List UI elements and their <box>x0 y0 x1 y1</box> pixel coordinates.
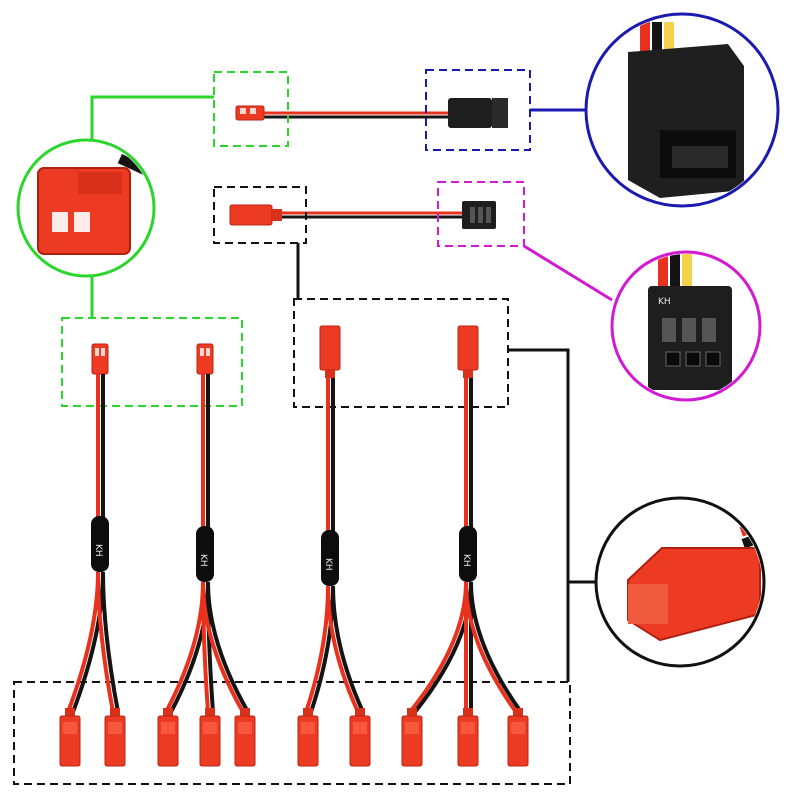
plug-collar <box>240 708 250 716</box>
leader-magenta <box>523 244 613 302</box>
plug-collar <box>110 708 120 716</box>
jst-male-plug <box>196 343 214 375</box>
zoom-circle-jst-male <box>16 138 156 278</box>
plug-collar <box>303 708 313 716</box>
y-harness-group: KH KH KH KH <box>59 325 529 767</box>
plug-collar <box>407 708 417 716</box>
plug-highlight <box>63 722 77 734</box>
pin-slot <box>101 348 105 356</box>
cable-jst-to-jr <box>229 201 496 229</box>
jst-male-plug-top <box>235 105 265 121</box>
plug-highlight <box>108 722 122 734</box>
plug-highlight <box>203 722 217 734</box>
plug-highlight <box>405 722 419 734</box>
branch-wire-red <box>201 581 245 713</box>
y-harness-1: KH <box>59 343 126 767</box>
plug-collar <box>463 708 473 716</box>
frame-green-top <box>213 71 289 147</box>
y-harness-4: KH <box>401 325 529 767</box>
plug-collar <box>205 708 215 716</box>
plug-collar <box>355 708 365 716</box>
jr-socket-mark: KH <box>658 297 671 307</box>
plug-collar <box>163 708 173 716</box>
sleeve-mark: KH <box>198 554 208 567</box>
y-harness-3: KH <box>297 325 371 767</box>
heat-shrink-sleeve <box>459 526 477 582</box>
plug-highlight <box>161 722 175 734</box>
frame-black-second <box>213 186 307 244</box>
leader-black-right <box>508 348 570 682</box>
zoom-circle-jst-female <box>594 496 766 668</box>
leader-green <box>90 95 214 142</box>
jst-female-plug-second <box>229 204 282 226</box>
sleeve-mark: KH <box>93 544 103 557</box>
plug-collar <box>513 708 523 716</box>
sleeve-mark: KH <box>461 554 471 567</box>
frame-black-middle <box>293 298 509 408</box>
plug-highlight <box>301 722 315 734</box>
jst-male-plug <box>91 343 109 375</box>
branch-wire-black <box>469 581 523 714</box>
branch-wire-black <box>101 571 120 713</box>
jr-servo-connector <box>462 201 496 229</box>
plug-highlight <box>511 722 525 734</box>
branch-wire-red <box>464 581 518 714</box>
frame-black-bottom <box>13 681 571 785</box>
branch-wire-black <box>331 585 365 713</box>
pin-slot <box>206 348 210 356</box>
branch-wire-black <box>206 581 250 713</box>
jst-female-plug <box>457 325 479 371</box>
heat-shrink-sleeve <box>196 526 214 582</box>
pin-slot <box>95 348 99 356</box>
frame-green-bottom <box>61 317 243 407</box>
heat-shrink-sleeve <box>91 516 109 572</box>
y-harness-2: KH <box>157 343 256 767</box>
futaba-servo-connector <box>448 98 508 128</box>
zoom-circle-futaba <box>584 12 780 208</box>
plug-collar <box>65 708 75 716</box>
frame-magenta <box>437 181 525 247</box>
sleeve-mark: KH <box>323 558 333 571</box>
branch-wire-red <box>96 571 115 713</box>
plug-highlight <box>238 722 252 734</box>
heat-shrink-sleeve <box>321 530 339 586</box>
plug-collar <box>325 370 335 378</box>
jst-female-plug <box>319 325 341 371</box>
plug-collar <box>463 370 473 378</box>
plug-highlight <box>353 722 367 734</box>
plug-highlight <box>461 722 475 734</box>
pin-slot <box>200 348 204 356</box>
cable-jst-to-futaba <box>235 98 508 128</box>
zoom-circle-jr: KH <box>610 250 762 402</box>
branch-wire-red <box>326 585 360 713</box>
